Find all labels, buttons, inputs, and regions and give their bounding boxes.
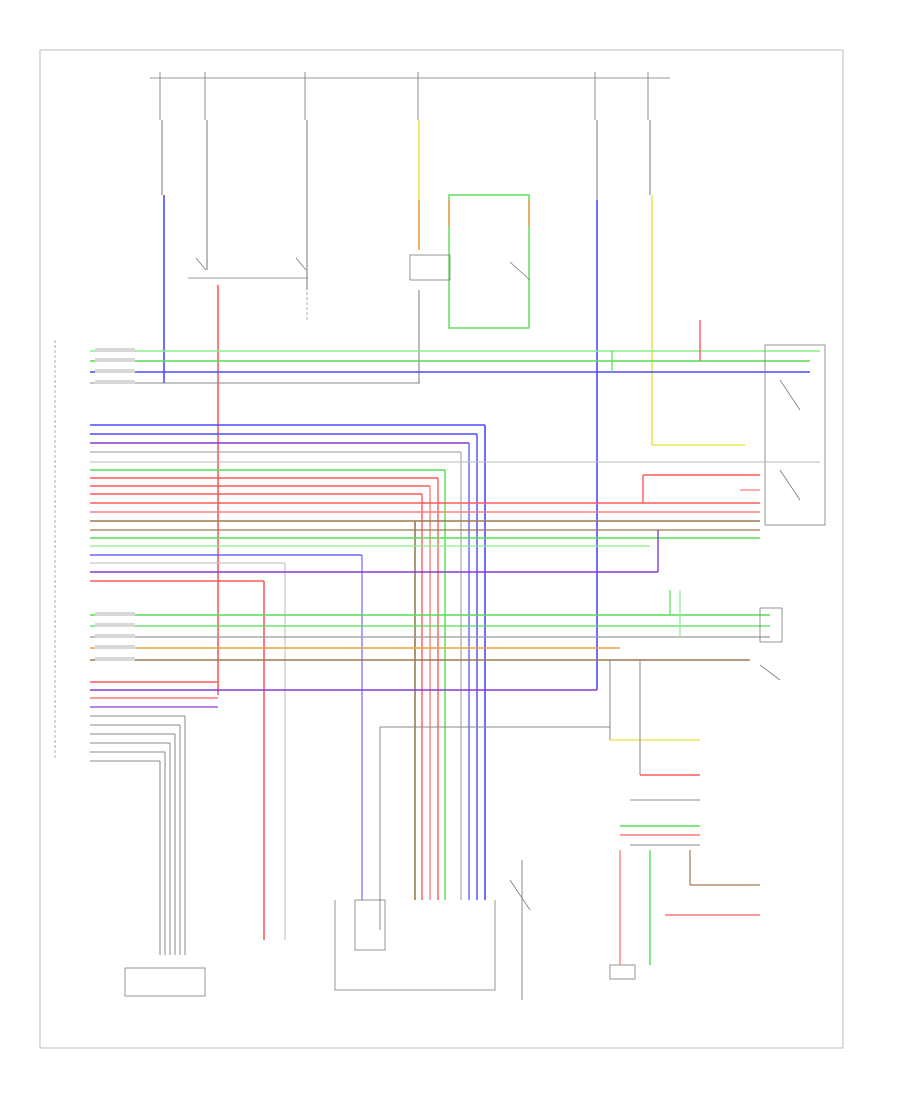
ground-wire-bundle bbox=[90, 715, 206, 997]
right-switch-feeds bbox=[642, 474, 760, 503]
fuse-feed-wires bbox=[161, 120, 745, 690]
label-markers bbox=[95, 348, 135, 661]
right-lower-branches bbox=[379, 660, 760, 980]
middle-bus-wires bbox=[90, 424, 820, 940]
diagram-frame bbox=[39, 49, 844, 1049]
relay-switch-left bbox=[188, 257, 308, 695]
bottom-module bbox=[334, 860, 531, 1000]
upper-bus-wires bbox=[90, 320, 820, 384]
lower-bus-wires bbox=[90, 590, 783, 708]
switch-right-top bbox=[764, 344, 826, 526]
relay-block-center bbox=[409, 194, 531, 329]
